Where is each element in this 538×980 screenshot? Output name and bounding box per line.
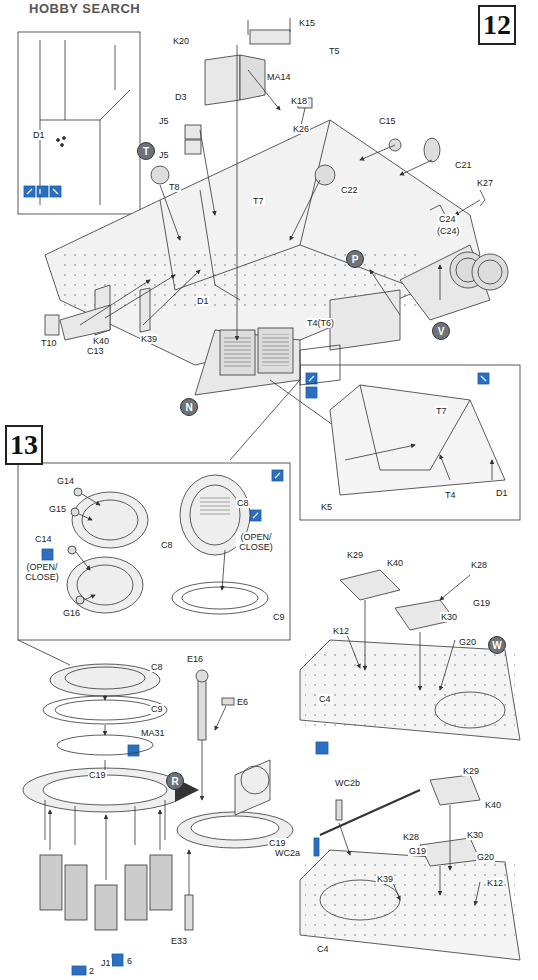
part-number: C15: [378, 116, 397, 126]
part-number: K29: [462, 766, 480, 776]
part-number: (OPEN/ CLOSE): [22, 562, 62, 582]
part-number: K39: [376, 874, 394, 884]
node-text: V: [438, 326, 445, 337]
part-number: J1: [100, 958, 112, 968]
part-number: E16: [186, 654, 204, 664]
part-number: C4: [318, 694, 332, 704]
part-number: G14: [56, 476, 75, 486]
part-number: K12: [332, 626, 350, 636]
part-number: WC2b: [334, 778, 361, 788]
part-number: (C24): [436, 226, 461, 236]
node-text: 12: [483, 9, 511, 41]
part-number: K27: [476, 178, 494, 188]
part-number: K29: [346, 550, 364, 560]
part-number: MA31: [140, 728, 166, 738]
step-number: 13: [5, 425, 43, 465]
part-number: C24: [438, 214, 457, 224]
part-number: T4: [444, 490, 457, 500]
part-number: J5: [158, 150, 170, 160]
part-number: T8: [168, 182, 181, 192]
subassembly-marker: P: [346, 250, 364, 268]
part-number: T7: [435, 406, 448, 416]
part-number: C13: [86, 346, 105, 356]
part-number: K28: [470, 560, 488, 570]
node-text: N: [185, 402, 192, 413]
part-number: D3: [174, 92, 188, 102]
node-text: R: [171, 776, 178, 787]
part-number: C9: [150, 704, 164, 714]
step-number: 12: [478, 5, 516, 45]
part-number: K18: [290, 96, 308, 106]
part-number: K26: [292, 124, 310, 134]
subassembly-marker: R: [166, 772, 184, 790]
part-number: K39: [140, 334, 158, 344]
part-number: MA14: [266, 72, 292, 82]
part-number: K40: [92, 336, 110, 346]
part-number: C22: [340, 185, 359, 195]
subassembly-marker: N: [180, 398, 198, 416]
watermark: HOBBY SEARCH: [28, 4, 141, 14]
part-number: T10: [40, 338, 58, 348]
part-number: K40: [386, 558, 404, 568]
part-number: E6: [236, 697, 249, 707]
part-number: K40: [484, 800, 502, 810]
part-number: K12: [486, 878, 504, 888]
part-number: T7: [252, 196, 265, 206]
part-number: WC2a: [274, 848, 301, 858]
part-number: K28: [402, 832, 420, 842]
part-number: D1: [32, 130, 46, 140]
part-number: D1: [495, 488, 509, 498]
subassembly-marker: T: [137, 142, 155, 160]
part-number: G19: [408, 846, 427, 856]
part-number: C4: [316, 944, 330, 954]
part-number: C19: [88, 770, 107, 780]
part-number: K30: [466, 830, 484, 840]
part-number: K5: [320, 502, 333, 512]
part-number: C8: [160, 540, 174, 550]
part-number: C21: [454, 160, 473, 170]
part-number: C19: [268, 838, 287, 848]
part-number: C8: [150, 662, 164, 672]
node-text: 13: [10, 429, 38, 461]
node-text: P: [352, 254, 359, 265]
part-number: K20: [172, 36, 190, 46]
part-number: (OPEN/ CLOSE): [236, 532, 276, 552]
part-number: E33: [170, 936, 188, 946]
part-number: D1: [196, 296, 210, 306]
subassembly-marker: W: [488, 636, 506, 654]
part-number: G15: [48, 504, 67, 514]
part-number: K30: [440, 612, 458, 622]
node-text: W: [492, 640, 501, 651]
part-number: C9: [272, 612, 286, 622]
part-number: C8: [236, 498, 250, 508]
part-number: G16: [62, 608, 81, 618]
node-text: T: [143, 146, 149, 157]
subassembly-marker: V: [432, 322, 450, 340]
part-number: G19: [472, 598, 491, 608]
part-number: K15: [298, 18, 316, 28]
part-number: T5: [328, 46, 341, 56]
part-number: 2: [88, 966, 95, 976]
part-number: G20: [458, 637, 477, 647]
part-number: G20: [476, 852, 495, 862]
part-number: 6: [126, 956, 133, 966]
part-number: J5: [158, 116, 170, 126]
part-number: T4(T6): [306, 318, 335, 328]
part-number: C14: [34, 534, 53, 544]
